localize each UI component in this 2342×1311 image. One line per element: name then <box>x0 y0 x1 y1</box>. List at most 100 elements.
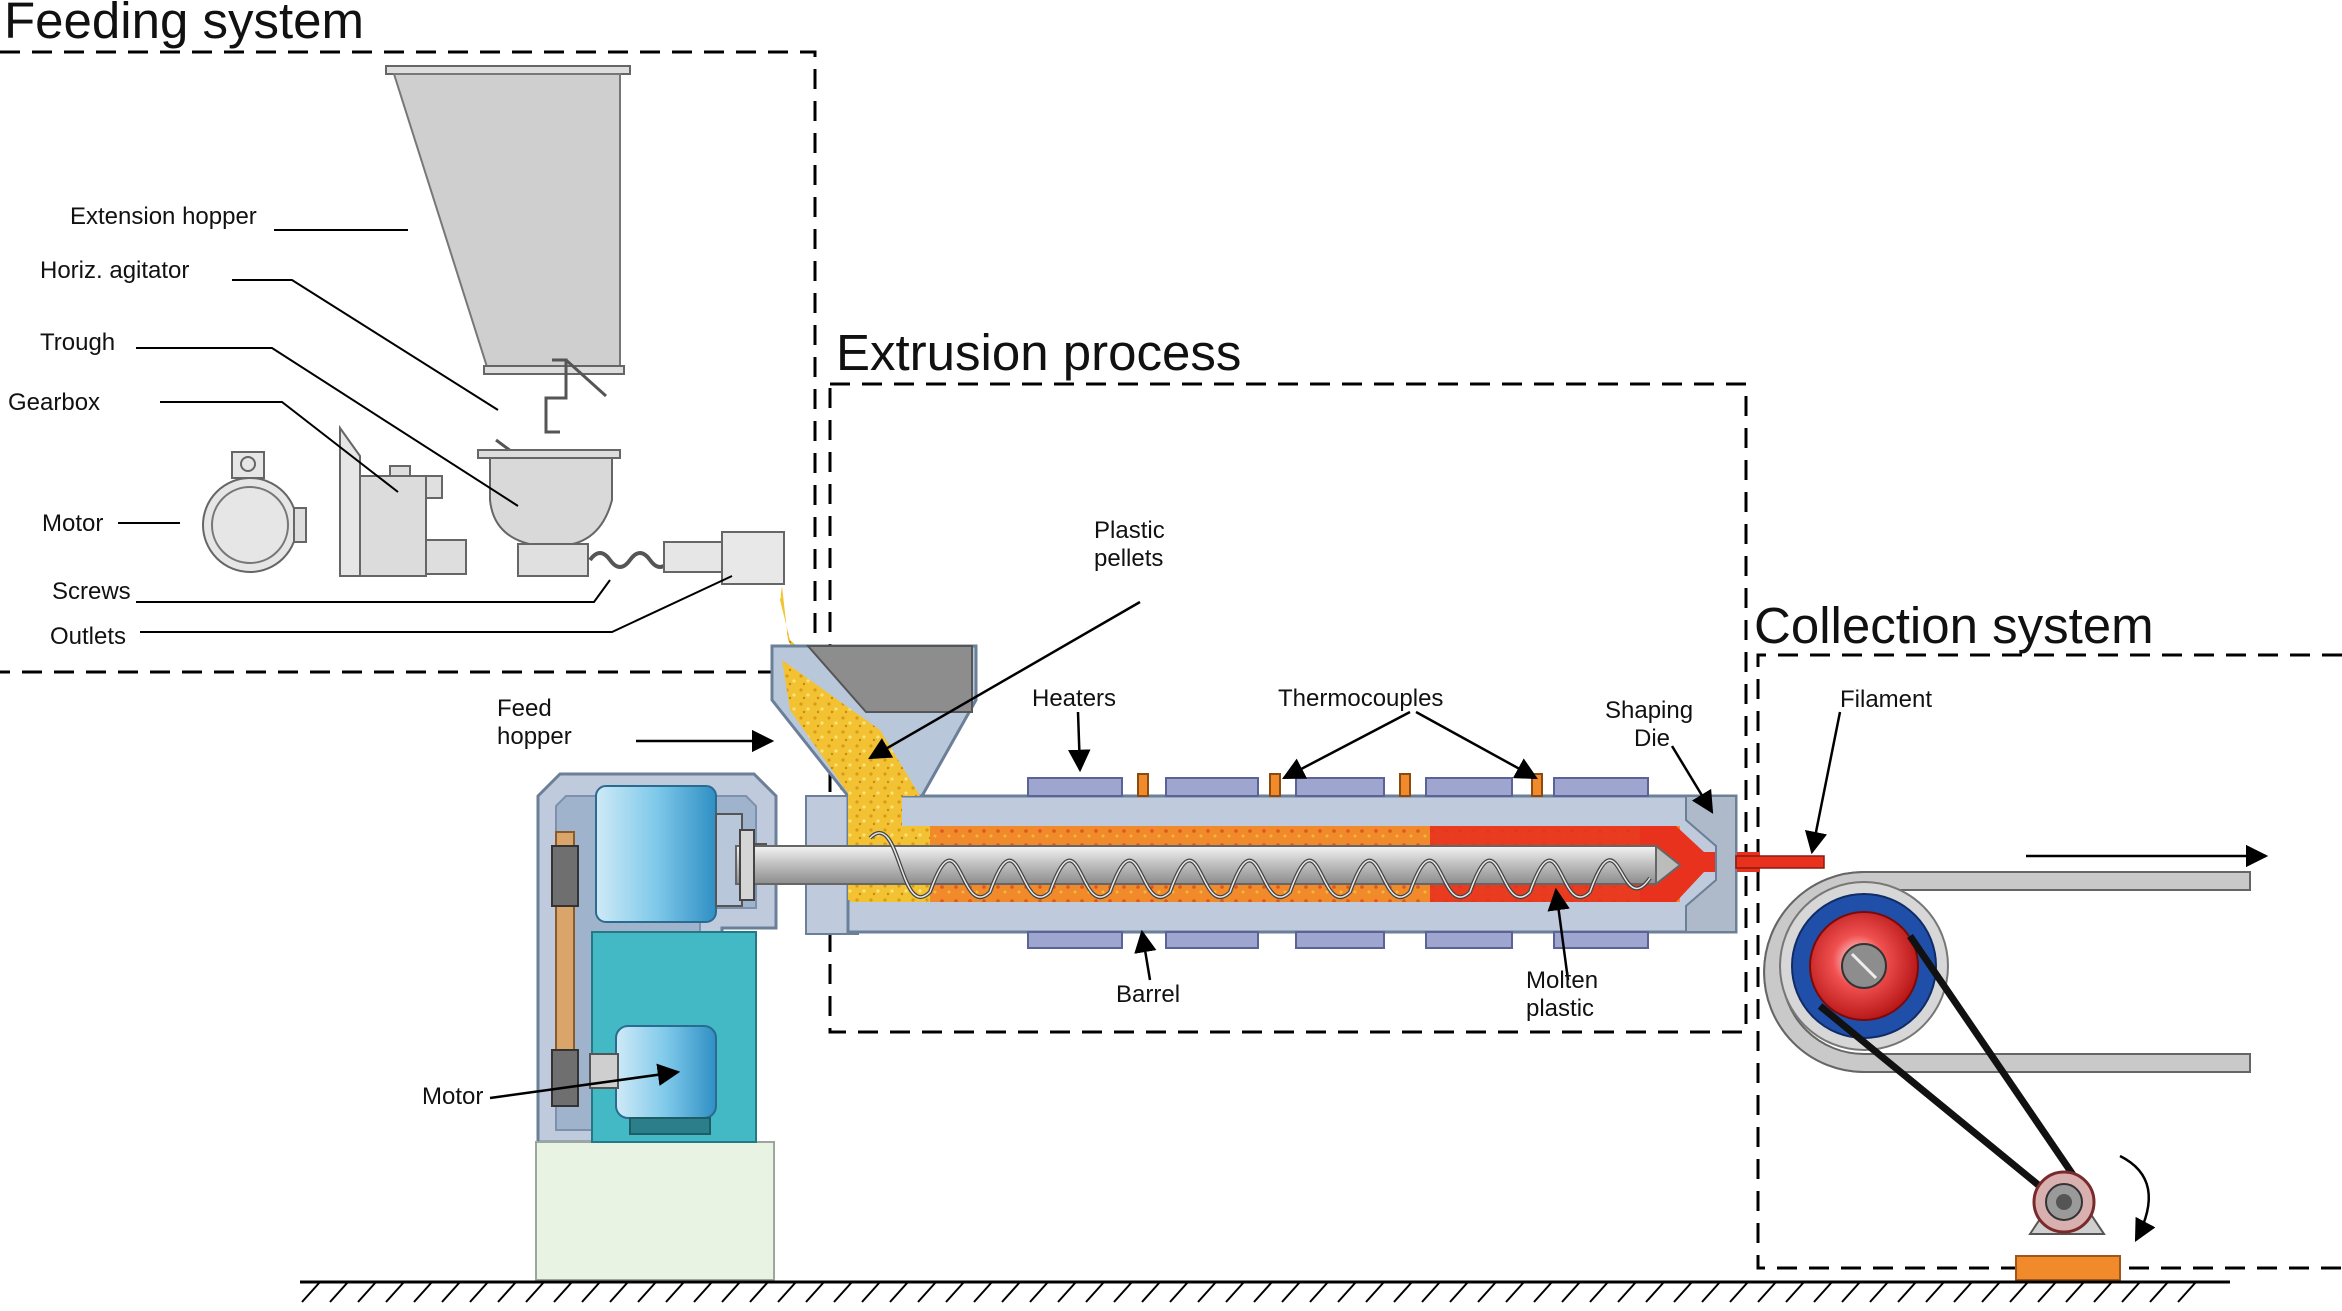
ground-hatch-mark <box>1225 1281 1245 1303</box>
label-extension-hopper: Extension hopper <box>70 203 257 230</box>
ground-hatch-mark <box>1057 1281 1077 1303</box>
ground-hatch-mark <box>497 1281 517 1303</box>
extrusion-process-title: Extrusion process <box>836 324 1241 381</box>
label-feed-hopper-2: hopper <box>497 723 572 750</box>
label-screws: Screws <box>52 578 131 605</box>
ground-hatch-mark <box>2065 1281 2085 1303</box>
ground-hatch-mark <box>1477 1281 1497 1303</box>
feed-hopper <box>770 644 978 900</box>
ground-hatch-mark <box>1645 1281 1665 1303</box>
heaters-bottom <box>1027 931 1649 949</box>
label-drive-motor: Motor <box>422 1083 483 1110</box>
collection-roller <box>1779 881 1949 1051</box>
ground-hatch-mark <box>329 1281 349 1303</box>
ground-hatch-mark <box>1953 1281 1973 1303</box>
label-heaters: Heaters <box>1032 685 1116 712</box>
ground-hatch-mark <box>1925 1281 1945 1303</box>
extension-hopper-drawing <box>385 65 631 375</box>
rotation-arrow <box>2119 1154 2156 1242</box>
label-thermocouples: Thermocouples <box>1278 685 1443 712</box>
ground-hatch-mark <box>833 1281 853 1303</box>
ground-hatch-mark <box>1617 1281 1637 1303</box>
label-molten-plastic-1: Molten <box>1526 967 1598 994</box>
ground-hatch-mark <box>1337 1281 1357 1303</box>
ground-hatch-mark <box>1505 1281 1525 1303</box>
ground-hatch-mark <box>693 1281 713 1303</box>
feeding-system-box <box>0 50 817 674</box>
ground-hatch-mark <box>665 1281 685 1303</box>
ground-hatch-mark <box>413 1281 433 1303</box>
ground-hatch-mark <box>945 1281 965 1303</box>
ground-hatch-mark <box>2093 1281 2113 1303</box>
ground-hatch-mark <box>1701 1281 1721 1303</box>
ground-hatch-mark <box>1197 1281 1217 1303</box>
label-filament: Filament <box>1840 686 1932 713</box>
ground-hatch-mark <box>1169 1281 1189 1303</box>
ground-hatch-mark <box>1869 1281 1889 1303</box>
ground-hatch-mark <box>777 1281 797 1303</box>
ground-hatch-mark <box>973 1281 993 1303</box>
ground-hatch-mark <box>1029 1281 1049 1303</box>
ground-hatch-mark <box>1253 1281 1273 1303</box>
ground-hatch-mark <box>1001 1281 1021 1303</box>
ground-hatch-mark <box>1393 1281 1413 1303</box>
ground-hatch-mark <box>2149 1281 2169 1303</box>
drive-motor-lower <box>589 931 757 1143</box>
trough-drawing <box>477 449 621 547</box>
ground-hatch-mark <box>749 1281 769 1303</box>
ground-hatch-mark <box>889 1281 909 1303</box>
ground-hatch-mark <box>2121 1281 2141 1303</box>
filament <box>1735 855 1825 869</box>
thermocouples <box>1137 773 1543 797</box>
ground-hatch-mark <box>1449 1281 1469 1303</box>
extruder-screw <box>735 829 1682 901</box>
label-plastic-pellets-2: pellets <box>1094 545 1163 572</box>
ground-hatch-mark <box>2177 1281 2197 1303</box>
ground-hatch-mark <box>1673 1281 1693 1303</box>
ground-hatch-mark <box>553 1281 573 1303</box>
ground-hatch-mark <box>1281 1281 1301 1303</box>
pulley-belt <box>551 831 579 1107</box>
feeding-labels: Extension hopper Horiz. agitator Trough … <box>8 203 257 650</box>
ground-hatch-mark <box>1113 1281 1133 1303</box>
label-plastic-pellets-1: Plastic <box>1094 517 1165 544</box>
ground-hatch <box>301 1281 2197 1303</box>
label-shaping-die-2: Die <box>1634 725 1670 752</box>
ground-hatch-mark <box>1421 1281 1441 1303</box>
drive-belt <box>1817 934 2085 1191</box>
label-gearbox: Gearbox <box>8 389 100 416</box>
label-molten-plastic-2: plastic <box>1526 995 1594 1022</box>
feeding-system-title: Feeding system <box>4 0 364 49</box>
ground-hatch-mark <box>1141 1281 1161 1303</box>
ground-hatch-mark <box>805 1281 825 1303</box>
collection-system-title: Collection system <box>1754 597 2154 654</box>
ground-hatch-mark <box>441 1281 461 1303</box>
ground-hatch-mark <box>1533 1281 1553 1303</box>
ground-hatch-mark <box>1365 1281 1385 1303</box>
ground-hatch-mark <box>1757 1281 1777 1303</box>
ground-hatch-mark <box>581 1281 601 1303</box>
ground-hatch-mark <box>1589 1281 1609 1303</box>
ground-hatch-mark <box>525 1281 545 1303</box>
ground-hatch-mark <box>357 1281 377 1303</box>
ground-hatch-mark <box>301 1281 321 1303</box>
ground-hatch-mark <box>1561 1281 1581 1303</box>
ground-hatch-mark <box>721 1281 741 1303</box>
ground-hatch-mark <box>917 1281 937 1303</box>
ground-hatch-mark <box>1309 1281 1329 1303</box>
ground-hatch-mark <box>861 1281 881 1303</box>
feeding-leader-lines <box>118 229 733 633</box>
ground-hatch-mark <box>1841 1281 1861 1303</box>
label-barrel: Barrel <box>1116 981 1180 1008</box>
small-motor <box>2015 1170 2121 1281</box>
label-trough: Trough <box>40 329 115 356</box>
feeder-motor-drawing <box>202 451 307 573</box>
ground-hatch-mark <box>637 1281 657 1303</box>
ground-hatch-mark <box>2037 1281 2057 1303</box>
label-horiz-agitator: Horiz. agitator <box>40 257 189 284</box>
ground-hatch-mark <box>2009 1281 2029 1303</box>
label-shaping-die-1: Shaping <box>1605 697 1693 724</box>
ground-hatch-mark <box>1785 1281 1805 1303</box>
